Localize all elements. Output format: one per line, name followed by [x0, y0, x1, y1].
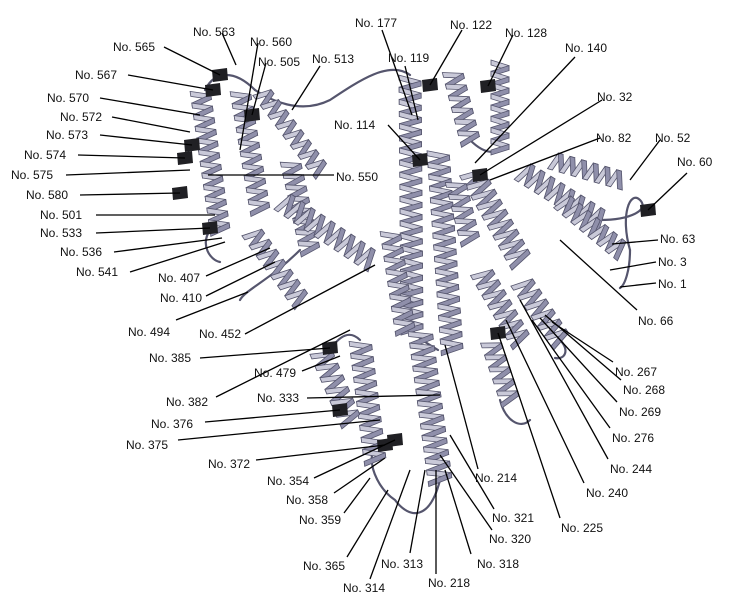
residue-label: No. 533 [40, 226, 82, 240]
leader-line [164, 47, 220, 75]
residue-label: No. 541 [76, 265, 118, 279]
residue-label: No. 573 [46, 128, 88, 142]
residue-label: No. 536 [60, 245, 102, 259]
leader-line [532, 320, 610, 428]
residue-label: No. 385 [149, 351, 191, 365]
residue-label: No. 359 [299, 513, 341, 527]
alpha-helix [442, 72, 479, 147]
residue-label: No. 574 [24, 148, 66, 162]
residue-label: No. 177 [355, 16, 397, 30]
leader-line [498, 333, 560, 518]
residue-label: No. 513 [312, 52, 354, 66]
leader-line [66, 170, 190, 175]
residue-label: No. 376 [151, 417, 193, 431]
leader-line [445, 470, 471, 554]
residue-label: No. 313 [381, 557, 423, 571]
residue-label: No. 560 [250, 35, 292, 49]
residue-label: No. 269 [619, 405, 661, 419]
leader-line [78, 155, 185, 158]
leader-line [245, 265, 375, 334]
leader-line [630, 140, 660, 180]
residue-label: No. 572 [60, 110, 102, 124]
residue-label: No. 452 [199, 327, 241, 341]
residue-label: No. 372 [208, 457, 250, 471]
residue-label: No. 318 [477, 557, 519, 571]
alpha-helix [481, 343, 520, 408]
leader-line [128, 75, 213, 90]
residue-label: No. 321 [492, 511, 534, 525]
residue-label: No. 365 [303, 559, 345, 573]
residue-label: No. 214 [475, 471, 517, 485]
leader-line [334, 458, 385, 493]
residue-label: No. 268 [623, 383, 665, 397]
residue-label: No. 565 [113, 40, 155, 54]
leader-line [610, 262, 656, 270]
residue-label: No. 63 [660, 232, 695, 246]
residue-label: No. 501 [40, 208, 82, 222]
residue-label: No. 32 [597, 90, 632, 104]
residue-label: No. 382 [166, 395, 208, 409]
residue-label: No. 494 [128, 325, 170, 339]
residue-label: No. 375 [126, 438, 168, 452]
leader-line [205, 410, 340, 422]
leader-line [620, 283, 656, 287]
leader-line [540, 318, 617, 402]
residue-label: No. 3 [658, 255, 687, 269]
residue-label: No. 244 [610, 462, 652, 476]
residue-label: No. 580 [26, 188, 68, 202]
residue-label: No. 563 [193, 25, 235, 39]
residue-label: No. 240 [586, 486, 628, 500]
residue-label: No. 122 [450, 18, 492, 32]
leader-line [520, 300, 608, 459]
residue-label: No. 575 [11, 168, 53, 182]
alpha-helix [427, 151, 463, 356]
residue-label: No. 82 [596, 131, 631, 145]
coil-loop [620, 250, 630, 288]
residue-label: No. 354 [267, 474, 309, 488]
residue-label: No. 570 [47, 91, 89, 105]
leader-line [80, 193, 180, 195]
residue-label: No. 314 [343, 581, 385, 594]
residue-label: No. 128 [505, 26, 547, 40]
residue-label: No. 276 [612, 431, 654, 445]
residue-label: No. 479 [254, 366, 296, 380]
leader-line [292, 66, 320, 110]
residue-label: No. 114 [334, 118, 375, 132]
residue-label: No. 218 [428, 576, 470, 590]
leader-line [178, 420, 380, 440]
residue-label: No. 52 [655, 131, 690, 145]
residue-label: No. 1 [658, 277, 687, 291]
leader-line [206, 248, 270, 276]
leader-line [648, 173, 687, 210]
alpha-helix [310, 352, 360, 429]
residue-label: No. 567 [75, 68, 117, 82]
residue-label: No. 550 [336, 170, 378, 184]
residue-label: No. 358 [286, 493, 328, 507]
leader-line [96, 228, 210, 233]
leader-line [112, 117, 190, 132]
residue-label: No. 225 [561, 521, 603, 535]
residue-label: No. 407 [158, 271, 200, 285]
residue-label: No. 66 [638, 314, 673, 328]
ribbon-model [190, 60, 643, 513]
leader-line [445, 345, 478, 469]
residue-label: No. 505 [258, 55, 300, 69]
residue-label: No. 267 [615, 365, 657, 379]
residue-label: No. 140 [565, 41, 607, 55]
residue-label: No. 119 [388, 51, 429, 65]
residue-label: No. 320 [489, 532, 531, 546]
leader-line [100, 98, 200, 115]
residue-label: No. 60 [677, 155, 712, 169]
leader-line [100, 135, 192, 145]
residue-label: No. 333 [257, 391, 299, 405]
leader-line [560, 240, 637, 310]
residue-label: No. 410 [160, 291, 202, 305]
